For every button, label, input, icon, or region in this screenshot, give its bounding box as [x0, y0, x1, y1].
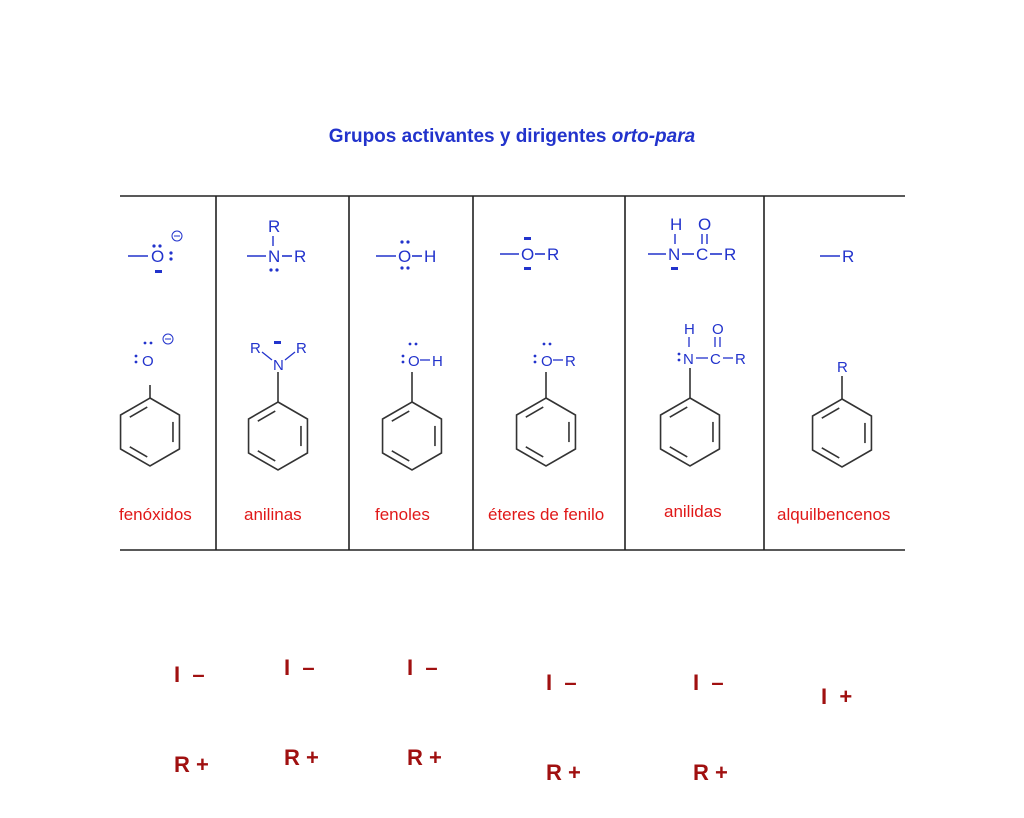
group-name-phenoxides: fenóxidos — [119, 505, 192, 524]
svg-text:N: N — [273, 357, 284, 374]
svg-text:C: C — [710, 351, 721, 368]
inductive-effect: I – — [546, 670, 577, 695]
effect-anilines: I – R + — [284, 593, 319, 803]
effect-alkylbenzenes: I + — [821, 622, 852, 742]
svg-text:H: H — [684, 321, 695, 338]
double-bond — [391, 410, 410, 422]
group-name-alkylbenzenes: alquilbencenos — [777, 505, 891, 524]
benzene-ring — [381, 401, 443, 471]
svg-text:H: H — [670, 215, 682, 234]
svg-text:H: H — [424, 247, 436, 266]
benzene-ring — [659, 397, 721, 467]
table-rules — [120, 195, 905, 551]
inductive-effect: I – — [174, 662, 205, 687]
inductive-effect: I + — [821, 684, 853, 709]
svg-text:O: O — [398, 247, 411, 266]
svg-text:O: O — [541, 353, 553, 370]
phenoxide-structure: O — [134, 333, 174, 370]
group-name-anilines: anilinas — [244, 505, 302, 524]
inductive-effect: I – — [284, 655, 315, 680]
double-bond — [669, 406, 688, 418]
aniline-group-formula: R N R — [247, 217, 306, 272]
svg-text:R: R — [547, 245, 559, 264]
groups-table: O O R N R R N R O H — [119, 195, 905, 551]
phenol-group-formula: O H — [376, 240, 436, 270]
double-bond — [129, 446, 148, 458]
svg-text:R: R — [735, 351, 746, 368]
double-bond — [525, 406, 544, 418]
resonance-effect: R + — [174, 752, 209, 777]
anilide-group-formula: H O N C R — [648, 215, 736, 270]
anilide-structure: H O N C R — [677, 321, 746, 368]
phenoxide-group-formula: O — [128, 230, 183, 273]
svg-text:R: R — [837, 359, 848, 376]
alkyl-structure: R — [837, 359, 848, 376]
group-name-phenols: fenoles — [375, 505, 430, 524]
benzene-ring — [811, 398, 873, 468]
svg-text:R: R — [268, 217, 280, 236]
resonance-effect: R + — [284, 745, 319, 770]
svg-text:O: O — [521, 245, 534, 264]
double-bond — [821, 407, 840, 419]
double-bond — [257, 410, 276, 422]
resonance-effect: R + — [546, 760, 581, 785]
svg-text:R: R — [296, 340, 307, 357]
double-bond — [525, 446, 544, 458]
group-name-anilides: anilidas — [664, 502, 722, 521]
svg-text:O: O — [408, 353, 420, 370]
benzene-rings — [119, 368, 873, 471]
title-prefix: Grupos activantes y dirigentes — [328, 126, 612, 147]
double-bond — [391, 450, 410, 462]
svg-text:N: N — [268, 247, 280, 266]
resonance-effect: R + — [407, 745, 442, 770]
benzene-ring — [247, 401, 309, 471]
svg-text:O: O — [142, 353, 154, 370]
svg-text:O: O — [698, 215, 711, 234]
aniline-structure: R N R — [250, 340, 307, 374]
benzene-ring — [119, 397, 181, 467]
double-bond — [821, 447, 840, 459]
inductive-effect: I – — [407, 655, 438, 680]
ether-structure: O R — [533, 342, 576, 370]
group-name-phenyl-ethers: éteres de fenilo — [488, 505, 605, 524]
svg-text:R: R — [294, 247, 306, 266]
resonance-effect: R + — [693, 760, 728, 785]
svg-text:R: R — [565, 353, 576, 370]
double-bond — [257, 450, 276, 462]
effect-anilides: I – R + — [693, 608, 728, 818]
inductive-effect: I – — [693, 670, 724, 695]
effect-phenoxides: I – R + — [174, 600, 209, 810]
benzene-ring — [515, 397, 577, 467]
title-italic: orto-para — [611, 126, 696, 147]
svg-text:C: C — [696, 245, 708, 264]
ether-group-formula: O R — [500, 237, 559, 270]
svg-text:N: N — [683, 351, 694, 368]
double-bond — [129, 406, 148, 418]
phenol-structure: O H — [401, 342, 443, 370]
double-bond — [669, 446, 688, 458]
svg-text:R: R — [250, 340, 261, 357]
svg-text:R: R — [842, 247, 854, 266]
alkyl-group-formula: R — [820, 247, 854, 266]
svg-text:O: O — [151, 247, 164, 266]
svg-text:R: R — [724, 245, 736, 264]
svg-text:O: O — [712, 321, 724, 338]
svg-text:H: H — [432, 353, 443, 370]
effect-phenols: I – R + — [407, 593, 442, 803]
effect-phenyl-ethers: I – R + — [546, 608, 581, 818]
slide-title: Grupos activantes y dirigentes orto-para — [0, 126, 1024, 148]
svg-text:N: N — [668, 245, 680, 264]
